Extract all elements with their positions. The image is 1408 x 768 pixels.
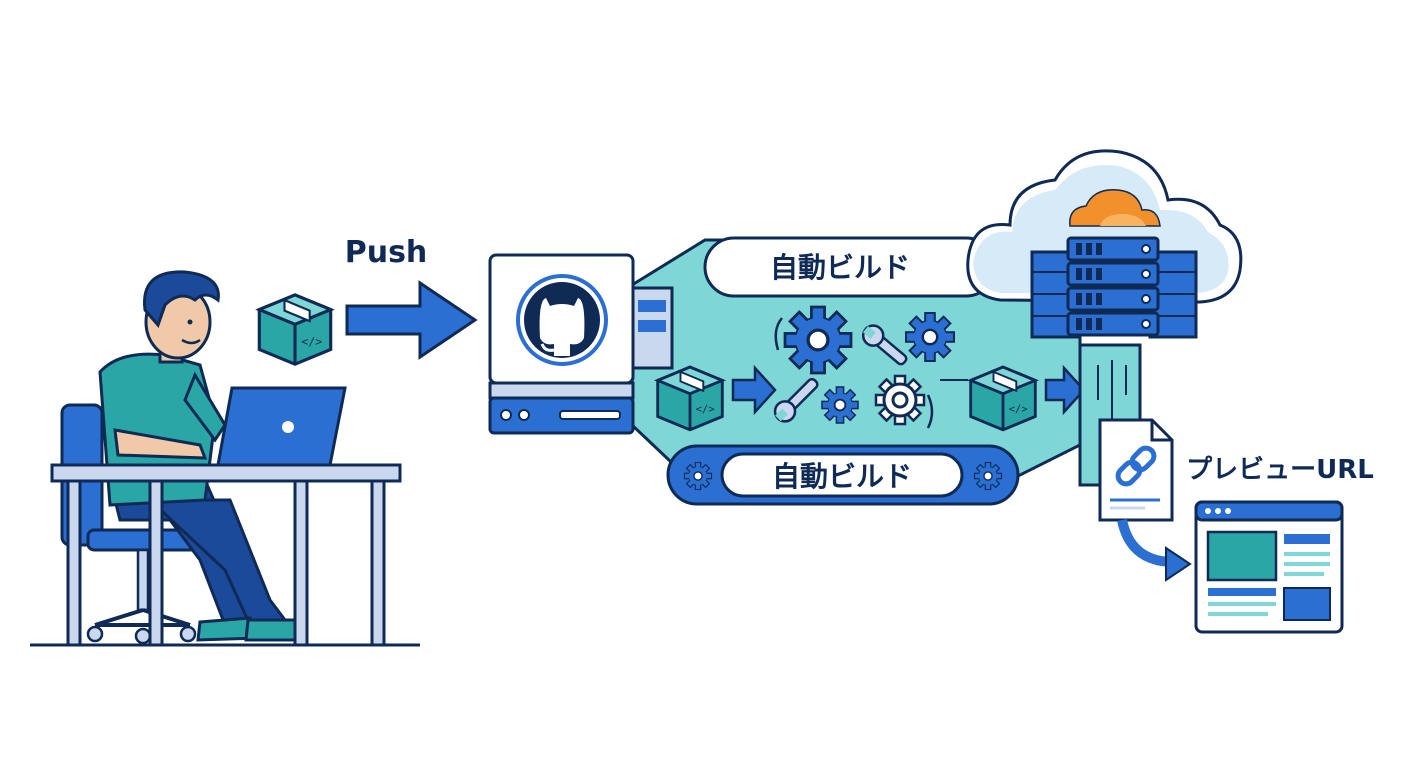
wrench-icon [773, 377, 819, 423]
wrench-icon [861, 324, 908, 366]
auto-build-label-bottom: 自動ビルド [772, 460, 912, 493]
push-arrow-icon [345, 280, 478, 360]
developer-illustration [30, 270, 420, 647]
preview-curve-arrow-icon [1117, 518, 1171, 567]
desk [50, 463, 402, 483]
browser-window-icon [1194, 500, 1344, 634]
preview-url-label: プレビューURL [1186, 455, 1374, 485]
conveyor-gear-icon [683, 461, 713, 491]
push-label: Push [345, 235, 428, 270]
conveyor-gear-icon [973, 461, 1003, 491]
gear-icon [874, 374, 926, 426]
gear-icon [783, 305, 853, 375]
build-pipeline: 自動ビルド 自動ビルド [630, 236, 1086, 506]
laptop [216, 386, 347, 467]
cloudflare-cloud-icon [1069, 189, 1161, 227]
auto-build-label-top: 自動ビルド [770, 251, 910, 284]
pipeline-arrow-icon [731, 364, 777, 416]
github-octocat-icon [516, 274, 608, 366]
server-rack-icon [1030, 236, 1198, 339]
gear-icon [821, 386, 859, 424]
code-package-icon [656, 365, 724, 432]
gear-icon [904, 311, 956, 363]
link-document-icon [1098, 418, 1174, 522]
pipeline-arrow-icon [1044, 364, 1086, 416]
code-package-icon [969, 365, 1037, 432]
code-package-icon [257, 293, 333, 366]
cloud-hosting [966, 149, 1243, 487]
github-repository-server [488, 253, 674, 435]
